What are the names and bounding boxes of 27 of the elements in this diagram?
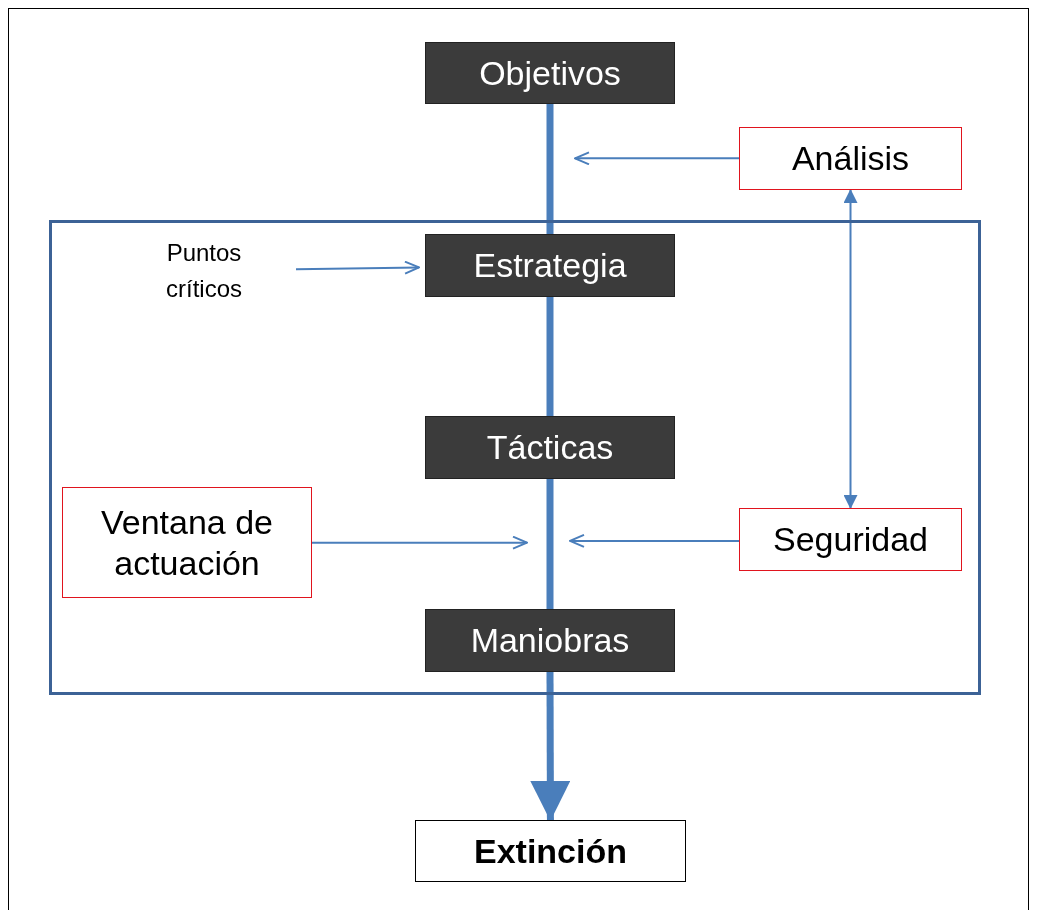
process-box	[425, 42, 675, 104]
process-box	[425, 234, 675, 297]
box-label: Maniobras	[470, 621, 630, 660]
arrow	[574, 151, 740, 166]
box-label: Tácticas	[486, 428, 614, 467]
arrow	[569, 533, 740, 548]
box-label: Análisis	[790, 138, 911, 179]
note-text: Puntos críticos	[165, 237, 243, 304]
frame-box	[49, 220, 981, 695]
box-label: Ventana de actuación	[99, 501, 275, 584]
arrow	[311, 535, 528, 550]
box-label: Extinción	[474, 831, 627, 871]
input-box	[62, 487, 312, 598]
arrow	[530, 672, 571, 821]
arrow	[295, 260, 420, 275]
box-label: Estrategia	[473, 246, 627, 285]
box-label: Objetivos	[479, 53, 621, 93]
process-box	[425, 416, 675, 479]
arrow	[843, 189, 858, 509]
box-label: Seguridad	[772, 519, 929, 560]
process-box	[425, 609, 675, 672]
input-box	[739, 127, 962, 190]
input-box	[739, 508, 962, 571]
connector-line	[546, 297, 554, 416]
result-box	[415, 820, 686, 882]
connector-line	[546, 479, 554, 609]
connector-line	[546, 104, 554, 234]
